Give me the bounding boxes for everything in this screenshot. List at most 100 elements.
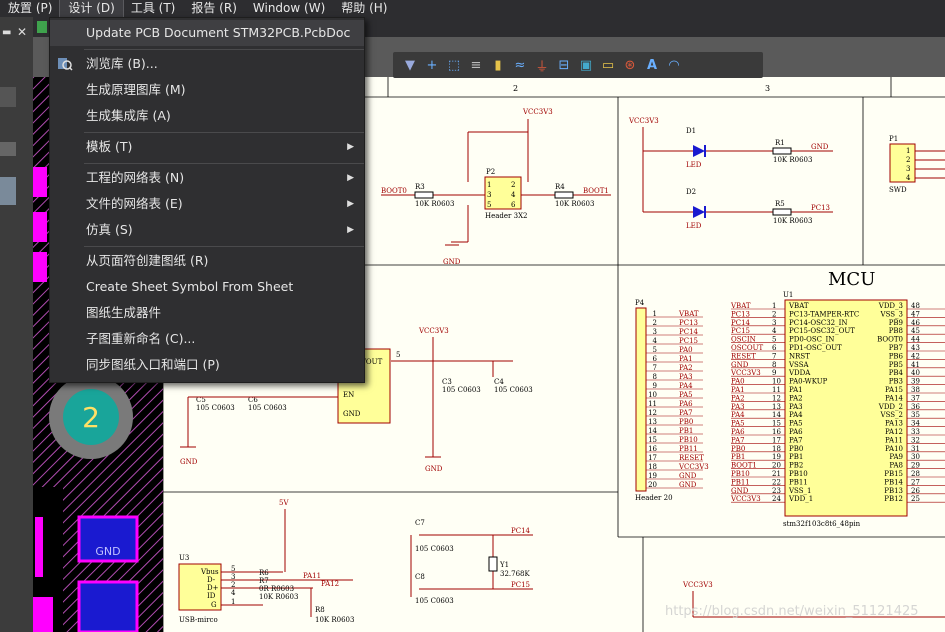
menu-place[interactable]: 放置 (P): [8, 1, 53, 15]
svg-text:0R R0603: 0R R0603: [259, 585, 294, 593]
svg-text:C5: C5: [196, 396, 206, 404]
menu-reports[interactable]: 报告 (R): [191, 1, 237, 15]
svg-text:R8: R8: [315, 606, 325, 614]
p4-pin-number: 6: [653, 355, 658, 363]
mcu-pin-number: 39: [911, 378, 920, 386]
close-icon[interactable]: ✕: [17, 25, 28, 39]
menu-item-browse-library[interactable]: 浏览库 (B)...: [50, 51, 364, 77]
menu-item-sheet-to-component[interactable]: 图纸生成器件: [86, 305, 162, 320]
port-icon[interactable]: ▭: [601, 57, 615, 73]
no-erc-icon[interactable]: ⊛: [624, 57, 636, 73]
mcu-pin-label: PA0-WKUP: [789, 378, 828, 386]
menu-window[interactable]: Window (W): [252, 1, 326, 15]
svg-text:5: 5: [396, 351, 400, 359]
menu-tools[interactable]: 工具 (T): [130, 1, 176, 15]
p4-net-label: PA6: [679, 400, 693, 408]
menu-item-templates[interactable]: 模板 (T)▶: [50, 134, 364, 160]
menu-item-rename-child-sheet[interactable]: 子图重新命名 (C)...: [86, 331, 196, 346]
mcu-pin-label: PA15: [885, 386, 903, 394]
mcu-pin-number: 32: [911, 436, 920, 444]
svg-text:VCC3V3: VCC3V3: [522, 108, 553, 116]
p4-net-label: GND: [679, 472, 697, 480]
svg-text:D1: D1: [686, 127, 696, 135]
mcu-pin-number: 3: [772, 319, 776, 327]
svg-text:BOOT0: BOOT0: [381, 187, 407, 195]
panel-pin-close-icons[interactable]: ▬ ✕: [0, 25, 33, 41]
p4-pin-number: 1: [653, 310, 657, 318]
menu-item-document-netlist[interactable]: 文件的网络表 (E)▶: [50, 191, 364, 217]
mcu-pin-number: 22: [772, 478, 781, 486]
svg-text:105 C0603: 105 C0603: [415, 597, 454, 605]
p4-net-label: GND: [679, 481, 697, 489]
left-panel: ▬ ✕: [0, 17, 33, 632]
menu-item-make-schematic-library[interactable]: 生成原理图库 (M): [86, 82, 186, 97]
mcu-pin-label: PB9: [889, 319, 903, 327]
schematic-active-bar: ▼ + ⬚ ≡ ▮ ≈ ⏚ ⊟ ▣ ▭ ⊛ A ◠: [393, 52, 763, 78]
align-icon[interactable]: ≡: [470, 57, 482, 73]
menu-item-update-pcb[interactable]: Update PCB Document STM32PCB.PcbDoc: [50, 20, 364, 46]
mcu-net-label: OSCIN: [731, 336, 756, 344]
svg-text:GND: GND: [95, 545, 120, 558]
text-icon[interactable]: A: [646, 57, 658, 73]
svg-text:R7: R7: [259, 577, 269, 585]
mcu-net-label: BOOT1: [731, 462, 757, 470]
svg-text:R3: R3: [415, 183, 425, 191]
panel-row[interactable]: [0, 142, 16, 156]
mcu-pin-label: PB12: [884, 495, 903, 503]
mcu-pin-label: PB1: [789, 453, 803, 461]
mcu-pin-label: PC14-OSC32_IN: [789, 319, 848, 327]
p4-pin-number: 13: [648, 418, 657, 426]
pcb-doc-icon[interactable]: [37, 21, 47, 33]
pin-icon[interactable]: ▬: [2, 27, 12, 38]
ground-icon[interactable]: ⏚: [535, 59, 549, 75]
mcu-pin-label: PA3: [789, 403, 803, 411]
menu-item-create-sheet-from-symbol[interactable]: 从页面符创建图纸 (R): [86, 253, 209, 268]
svg-text:32.768K: 32.768K: [500, 570, 530, 578]
select-rect-icon[interactable]: ⬚: [447, 57, 461, 73]
crosshair-icon[interactable]: +: [426, 57, 438, 73]
svg-text:10K R0603: 10K R0603: [773, 217, 812, 225]
p4-pin-number: 9: [653, 382, 657, 390]
watermark: https://blog.csdn.net/weixin_51121425: [665, 604, 919, 619]
mcu-pin-label: PB6: [889, 352, 904, 360]
svg-text:C7: C7: [415, 519, 425, 527]
svg-text:R6: R6: [259, 569, 269, 577]
panel-scroll-handle[interactable]: [0, 87, 16, 107]
wire-icon[interactable]: ≈: [514, 57, 526, 73]
p4-pin-number: 16: [648, 445, 657, 453]
menu-item-create-symbol-from-sheet[interactable]: Create Sheet Symbol From Sheet: [86, 279, 294, 294]
mcu-pin-label: PD0-OSC_IN: [789, 336, 834, 344]
mcu-pin-label: PA2: [789, 394, 803, 402]
svg-text:1: 1: [906, 147, 910, 155]
p4-pin-number: 14: [648, 427, 657, 435]
bus-icon[interactable]: ⊟: [558, 57, 570, 73]
mcu-pin-label: PB14: [884, 478, 903, 486]
menu-separator: [84, 132, 364, 133]
panel-row-selected[interactable]: [0, 177, 16, 205]
menu-help[interactable]: 帮助 (H): [341, 1, 388, 15]
menu-item-project-netlist[interactable]: 工程的网络表 (N)▶: [50, 165, 364, 191]
svg-text:VCC3V3: VCC3V3: [418, 327, 449, 335]
menu-separator: [84, 49, 364, 50]
p4-net-label: PA1: [679, 355, 693, 363]
p4-net-label: PA2: [679, 364, 693, 372]
mcu-pin-number: 16: [772, 428, 781, 436]
mcu-pin-number: 43: [911, 344, 920, 352]
svg-text:3: 3: [231, 573, 235, 581]
mcu-pin-number: 4: [772, 327, 777, 335]
filter-icon[interactable]: ▼: [405, 57, 415, 73]
mcu-pin-number: 21: [772, 470, 781, 478]
arc-icon[interactable]: ◠: [668, 57, 680, 73]
menu-item-make-integrated-library[interactable]: 生成集成库 (A): [86, 108, 171, 123]
svg-text:1: 1: [231, 598, 235, 606]
sheet-symbol-icon[interactable]: ▣: [579, 57, 593, 73]
mcu-net-label: PA5: [731, 420, 745, 428]
mcu-pin-number: 1: [772, 302, 776, 310]
svg-text:D+: D+: [207, 584, 219, 592]
submenu-arrow-icon: ▶: [347, 225, 354, 235]
svg-text:G: G: [211, 601, 217, 609]
menu-design[interactable]: 设计 (D): [59, 0, 124, 18]
menu-item-sync-sheet-entries[interactable]: 同步图纸入口和端口 (P): [86, 357, 220, 372]
menu-item-simulate[interactable]: 仿真 (S)▶: [50, 217, 364, 243]
component-icon[interactable]: ▮: [494, 57, 502, 73]
